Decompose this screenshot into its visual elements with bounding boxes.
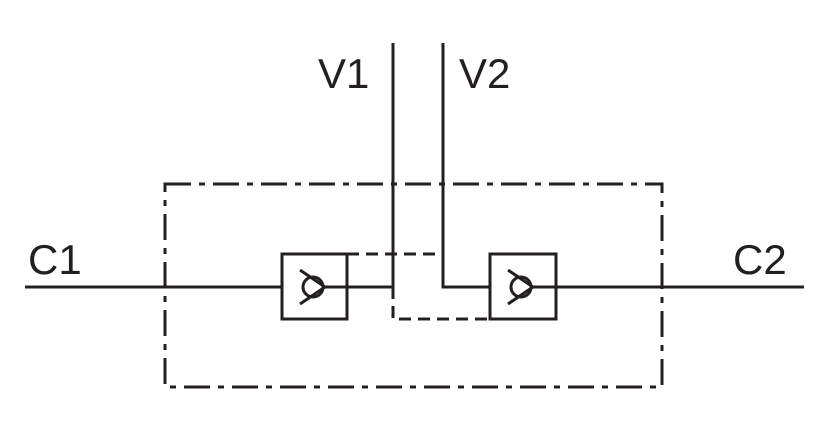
port-v2-line <box>441 43 490 289</box>
label-v1: V1 <box>318 50 369 97</box>
label-c1: C1 <box>28 236 82 283</box>
label-c2: C2 <box>733 236 787 283</box>
check-valve-right-symbol <box>507 268 556 306</box>
label-v2: V2 <box>459 50 510 97</box>
check-valve-left-symbol <box>299 268 347 306</box>
pilot-line-bottom <box>391 287 490 321</box>
